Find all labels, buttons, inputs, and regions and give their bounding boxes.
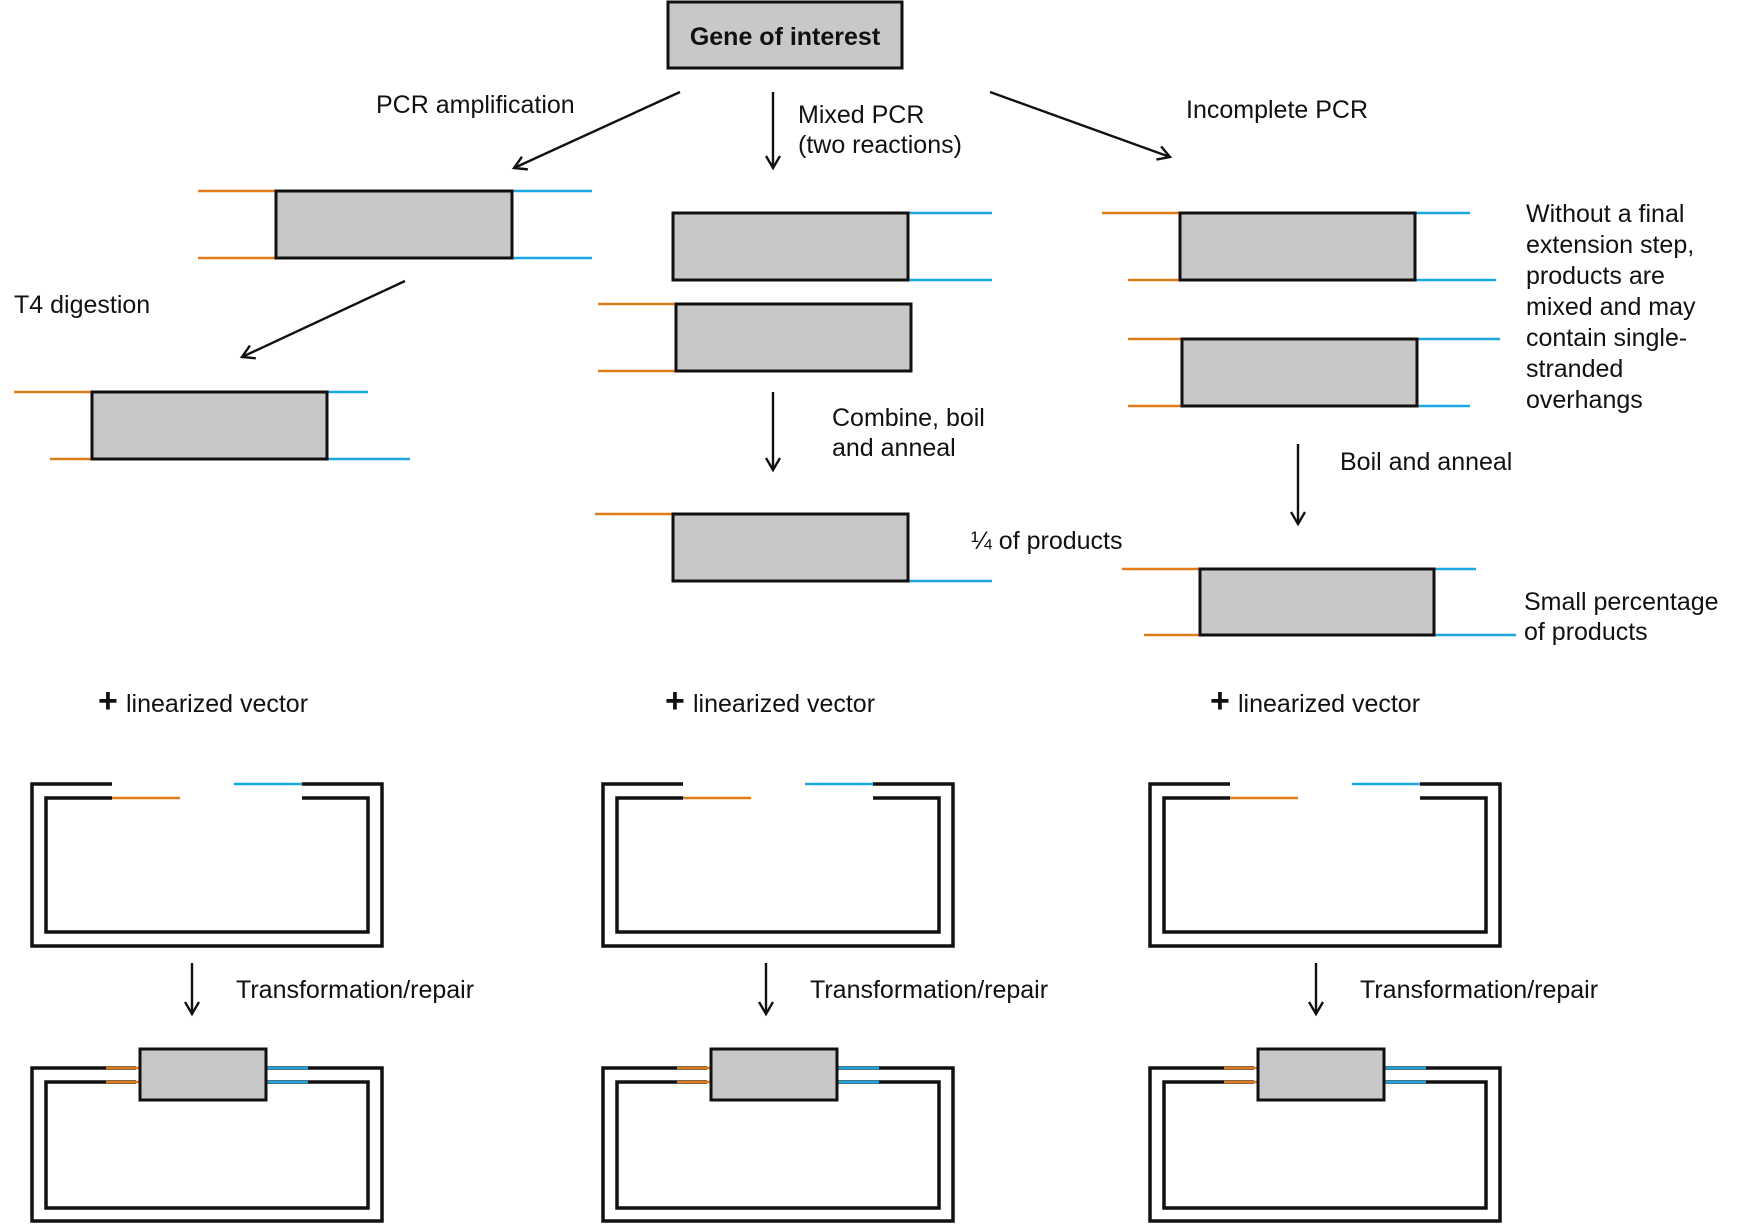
vector-outer-strand: [1148, 782, 1502, 948]
plasmid-outer-strand: [30, 1066, 384, 1223]
mixed-pcr-label: Mixed PCR (two reactions): [798, 101, 962, 159]
incomplete-pcr-label: Incomplete PCR: [1186, 96, 1368, 124]
transformation-label-3: Transformation/repair: [1360, 976, 1598, 1004]
pcr-product: [198, 189, 592, 260]
side-note-line6: stranded: [1526, 355, 1623, 383]
boil-anneal-label: Boil and anneal: [1340, 448, 1512, 476]
vector-outer-strand: [601, 782, 955, 948]
small-percentage-line2: of products: [1524, 618, 1648, 646]
incomplete-pcr-product-a: [1102, 211, 1496, 282]
mixed-gene-box-a: [671, 211, 910, 282]
mixed-gene-box-b: [674, 302, 913, 373]
mixed-pcr-label-line1: Mixed PCR: [798, 101, 924, 129]
vector-inner-strand: [44, 796, 370, 934]
mixed-pcr-label-line2: (two reactions): [798, 131, 962, 159]
plus-vector-2: + linearized vector: [665, 682, 875, 720]
combine-boil-line1: Combine, boil: [832, 404, 985, 432]
arrow-to-incomplete-pcr: [989, 90, 1170, 157]
plasmid-inner-strand: [615, 1080, 941, 1210]
linearized-vector-3: [1148, 782, 1502, 948]
incomplete-annealed-gene-box: [1198, 567, 1436, 637]
side-note-line5: contain single-: [1526, 324, 1687, 352]
pcr-amplification-label: PCR amplification: [376, 91, 575, 119]
inserted-gene-box: [1256, 1047, 1386, 1102]
vector-inner-strand: [615, 796, 941, 934]
transformation-label-2: Transformation/repair: [810, 976, 1048, 1004]
small-percentage-line1: Small percentage: [1524, 588, 1719, 616]
combine-boil-line2: and anneal: [832, 434, 956, 462]
side-note-line3: products are: [1526, 262, 1665, 290]
mixed-annealed-gene-box: [671, 512, 910, 583]
side-note-line2: extension step,: [1526, 231, 1694, 259]
plus-vector-label: linearized vector: [1238, 690, 1420, 718]
linearized-vector-2: [601, 782, 955, 948]
plus-vector-label: linearized vector: [693, 690, 875, 718]
gene-of-interest-box: [666, 0, 904, 70]
arrow-to-pcr-amplification: [514, 90, 681, 168]
arrow-t4-digestion: [242, 279, 406, 357]
pcr-gene-box: [274, 189, 514, 260]
plus-vector-label: linearized vector: [126, 690, 308, 718]
mixed-pcr-product-a: [671, 211, 992, 282]
plus-vector-1: + linearized vector: [98, 682, 308, 720]
incomplete-pcr-product-b: [1128, 337, 1500, 408]
vector-outer-strand: [30, 782, 384, 948]
side-note-line7: overhangs: [1526, 386, 1643, 414]
plus-icon: +: [665, 682, 685, 720]
recombinant-plasmid-2: [601, 1047, 955, 1223]
incomplete-annealed-product: [1122, 567, 1516, 637]
mixed-annealed-product: [595, 512, 992, 583]
plasmid-outer-strand: [1148, 1066, 1502, 1223]
mixed-pcr-product-b: [598, 302, 913, 373]
incomplete-side-note: Without a final extension step, products…: [1526, 200, 1702, 414]
recombinant-plasmid-3: [1148, 1047, 1502, 1223]
inserted-gene-box: [138, 1047, 268, 1102]
quarter-products-label: ¼ of products: [971, 527, 1122, 555]
gene-of-interest-label: Gene of interest: [690, 23, 881, 51]
gene-of-interest-node: Gene of interest: [666, 0, 904, 70]
incomplete-gene-box-b: [1180, 337, 1419, 408]
incomplete-gene-box-a: [1178, 211, 1417, 282]
transformation-label-1: Transformation/repair: [236, 976, 474, 1004]
linearized-vector-1: [30, 782, 384, 948]
plus-icon: +: [98, 682, 118, 720]
t4-digested-product: [14, 390, 410, 461]
inserted-gene-box: [709, 1047, 839, 1102]
vector-inner-strand: [1162, 796, 1488, 934]
t4-gene-box: [90, 390, 329, 461]
plasmid-inner-strand: [1162, 1080, 1488, 1210]
plus-vector-3: + linearized vector: [1210, 682, 1420, 720]
combine-boil-label: Combine, boil and anneal: [832, 404, 992, 462]
plasmid-inner-strand: [44, 1080, 370, 1210]
small-percentage-label: Small percentage of products: [1524, 588, 1726, 646]
side-note-line4: mixed and may: [1526, 293, 1696, 321]
recombinant-plasmid-1: [30, 1047, 384, 1223]
plus-icon: +: [1210, 682, 1230, 720]
plasmid-outer-strand: [601, 1066, 955, 1223]
side-note-line1: Without a final: [1526, 200, 1684, 228]
t4-digestion-label: T4 digestion: [14, 291, 150, 319]
